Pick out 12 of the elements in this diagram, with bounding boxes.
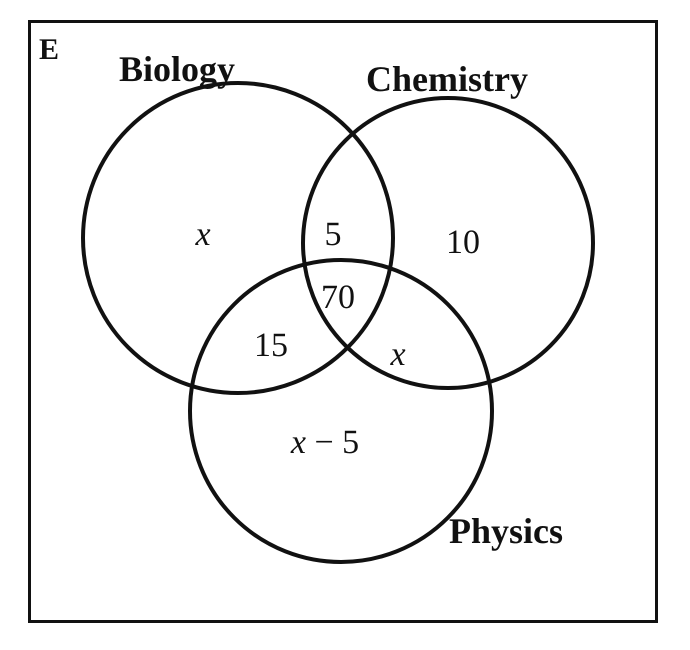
set-label: Chemistry: [366, 61, 528, 97]
region-value: x: [195, 218, 211, 252]
universal-set-box: [28, 20, 658, 623]
set-label: Physics: [449, 513, 564, 549]
region-value: 70: [321, 281, 355, 315]
universal-set-label: E: [39, 35, 60, 65]
set-label: Biology: [119, 51, 236, 87]
region-value: 15: [254, 329, 288, 363]
region-value: x − 5: [290, 426, 360, 460]
region-value: x: [390, 338, 406, 372]
region-value: 5: [324, 218, 342, 252]
region-value: 10: [446, 226, 480, 260]
